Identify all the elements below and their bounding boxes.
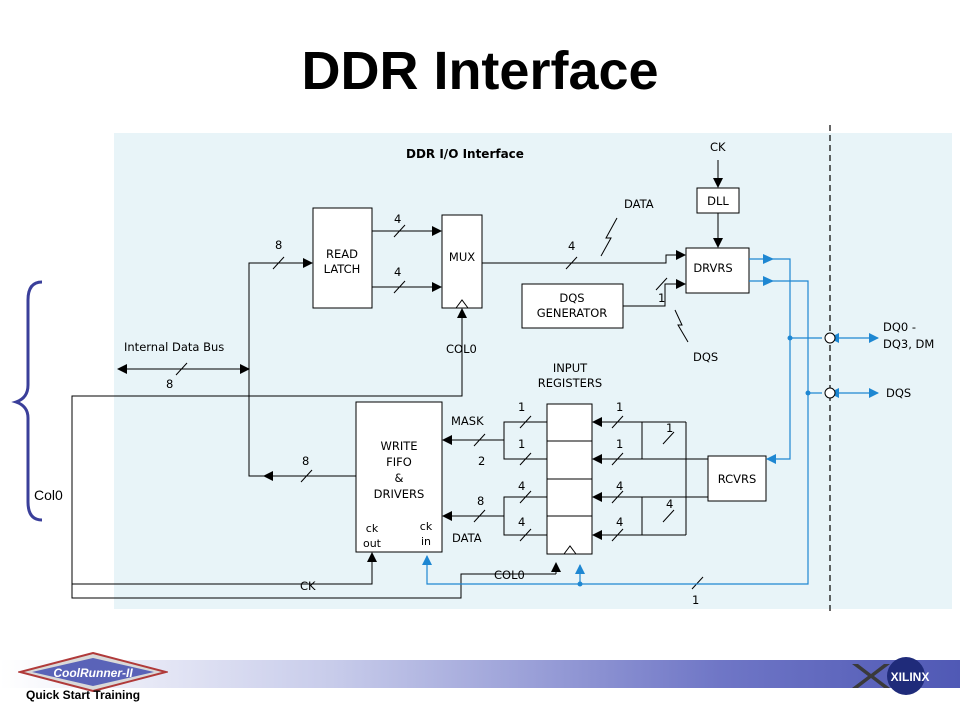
mux-block: MUX <box>441 214 483 309</box>
ck-out-label-2: out <box>363 537 382 550</box>
io-panel <box>114 133 952 609</box>
drvrs-buffer-bottom <box>763 276 774 286</box>
bus-width-label: 4 <box>616 515 623 529</box>
rcvrs-block: RCVRS <box>707 455 767 502</box>
drvrs-block: DRVRS <box>685 247 750 294</box>
bus-width-label: 8 <box>477 494 484 508</box>
mux-label: MUX <box>449 250 475 264</box>
black-wires <box>71 160 723 599</box>
dll-label: DLL <box>707 194 729 208</box>
coolrunner-logo-text: CoolRunner-II <box>53 666 133 680</box>
bus-width-label: 2 <box>478 454 485 468</box>
bus-width-label: 8 <box>302 454 309 468</box>
mux-clock-edge <box>455 299 469 309</box>
dqs-generator-label-1: DQS <box>559 291 584 305</box>
bus-width-label: 4 <box>394 265 401 279</box>
bus-width-label: 8 <box>275 238 282 252</box>
dqs-generator-label-2: GENERATOR <box>537 306 608 320</box>
bus-width-label: 1 <box>616 400 623 414</box>
write-fifo-label-1: WRITE <box>380 439 417 453</box>
bus-width-label: 4 <box>616 479 623 493</box>
bus-width-label: 4 <box>518 515 525 529</box>
read-latch-label-2: LATCH <box>324 262 361 276</box>
read-latch-block: READ LATCH <box>312 207 373 309</box>
rcvrs-label: RCVRS <box>718 472 757 486</box>
dll-block: DLL <box>696 187 740 214</box>
dqs-generator-block: DQS GENERATOR <box>521 283 624 329</box>
diagram-title: DDR I/O Interface <box>406 147 524 161</box>
xilinx-logo-text: XILINX <box>891 670 930 684</box>
dq-pin-label-2: DQ3, DM <box>883 337 934 351</box>
dqs-mid-label: DQS <box>693 350 718 364</box>
slide-title: DDR Interface <box>301 41 659 101</box>
write-fifo-label-2: FIFO <box>386 455 412 469</box>
dq-pin-label-1: DQ0 - <box>883 320 916 334</box>
data-top-label: DATA <box>624 197 654 211</box>
data-bottom-label: DATA <box>452 531 482 545</box>
pad-dq <box>824 332 836 344</box>
col0-side-label: Col0 <box>34 487 63 503</box>
ck-in-label-2: in <box>421 535 431 548</box>
bus-width-label: 1 <box>518 437 525 451</box>
col0-bottom-label: COL0 <box>494 568 525 582</box>
bus-width-label: 4 <box>666 497 673 511</box>
col0-mux-label: COL0 <box>446 342 477 356</box>
bus-width-label: 1 <box>692 593 699 607</box>
drvrs-buffer-top <box>763 254 774 264</box>
internal-data-bus-label: Internal Data Bus <box>124 340 224 354</box>
write-fifo-label-3: & <box>395 471 404 485</box>
bus-width-slashes <box>175 224 704 590</box>
mask-label: MASK <box>451 414 484 428</box>
bus-width-label: 1 <box>616 437 623 451</box>
pad-dqs <box>824 387 836 399</box>
footer-tagline: Quick Start Training <box>26 688 141 702</box>
bus-width-label: 4 <box>568 239 575 253</box>
ck-top-label: CK <box>710 140 726 154</box>
bus-width-label: 4 <box>518 479 525 493</box>
input-reg-clock-edge <box>563 545 577 555</box>
ck-out-label-1: ck <box>366 522 379 535</box>
coolrunner-logo: CoolRunner-II <box>18 652 168 692</box>
bus-width-label: 8 <box>166 377 173 391</box>
input-registers-block: INPUT REGISTERS <box>538 361 602 555</box>
junction-dot <box>787 335 793 341</box>
ck-in-label-1: ck <box>420 520 433 533</box>
ck-bottom-label: CK <box>300 579 316 593</box>
drvrs-label: DRVRS <box>693 261 732 275</box>
dqs-pin-label: DQS <box>886 386 911 400</box>
left-brace <box>11 280 43 522</box>
junction-dot <box>805 390 811 396</box>
bus-width-label: 4 <box>394 212 401 226</box>
bus-width-label: 1 <box>518 400 525 414</box>
read-latch-label-1: READ <box>326 247 358 261</box>
xilinx-logo: XILINX <box>852 657 930 695</box>
junction-dot <box>577 581 583 587</box>
bus-width-label: 1 <box>658 291 665 305</box>
write-fifo-block: WRITE FIFO & DRIVERS ck out ck in <box>355 401 443 553</box>
input-registers-label-1: INPUT <box>553 361 588 375</box>
input-registers-label-2: REGISTERS <box>538 376 602 390</box>
write-fifo-label-4: DRIVERS <box>374 487 425 501</box>
bus-width-label: 1 <box>666 421 673 435</box>
